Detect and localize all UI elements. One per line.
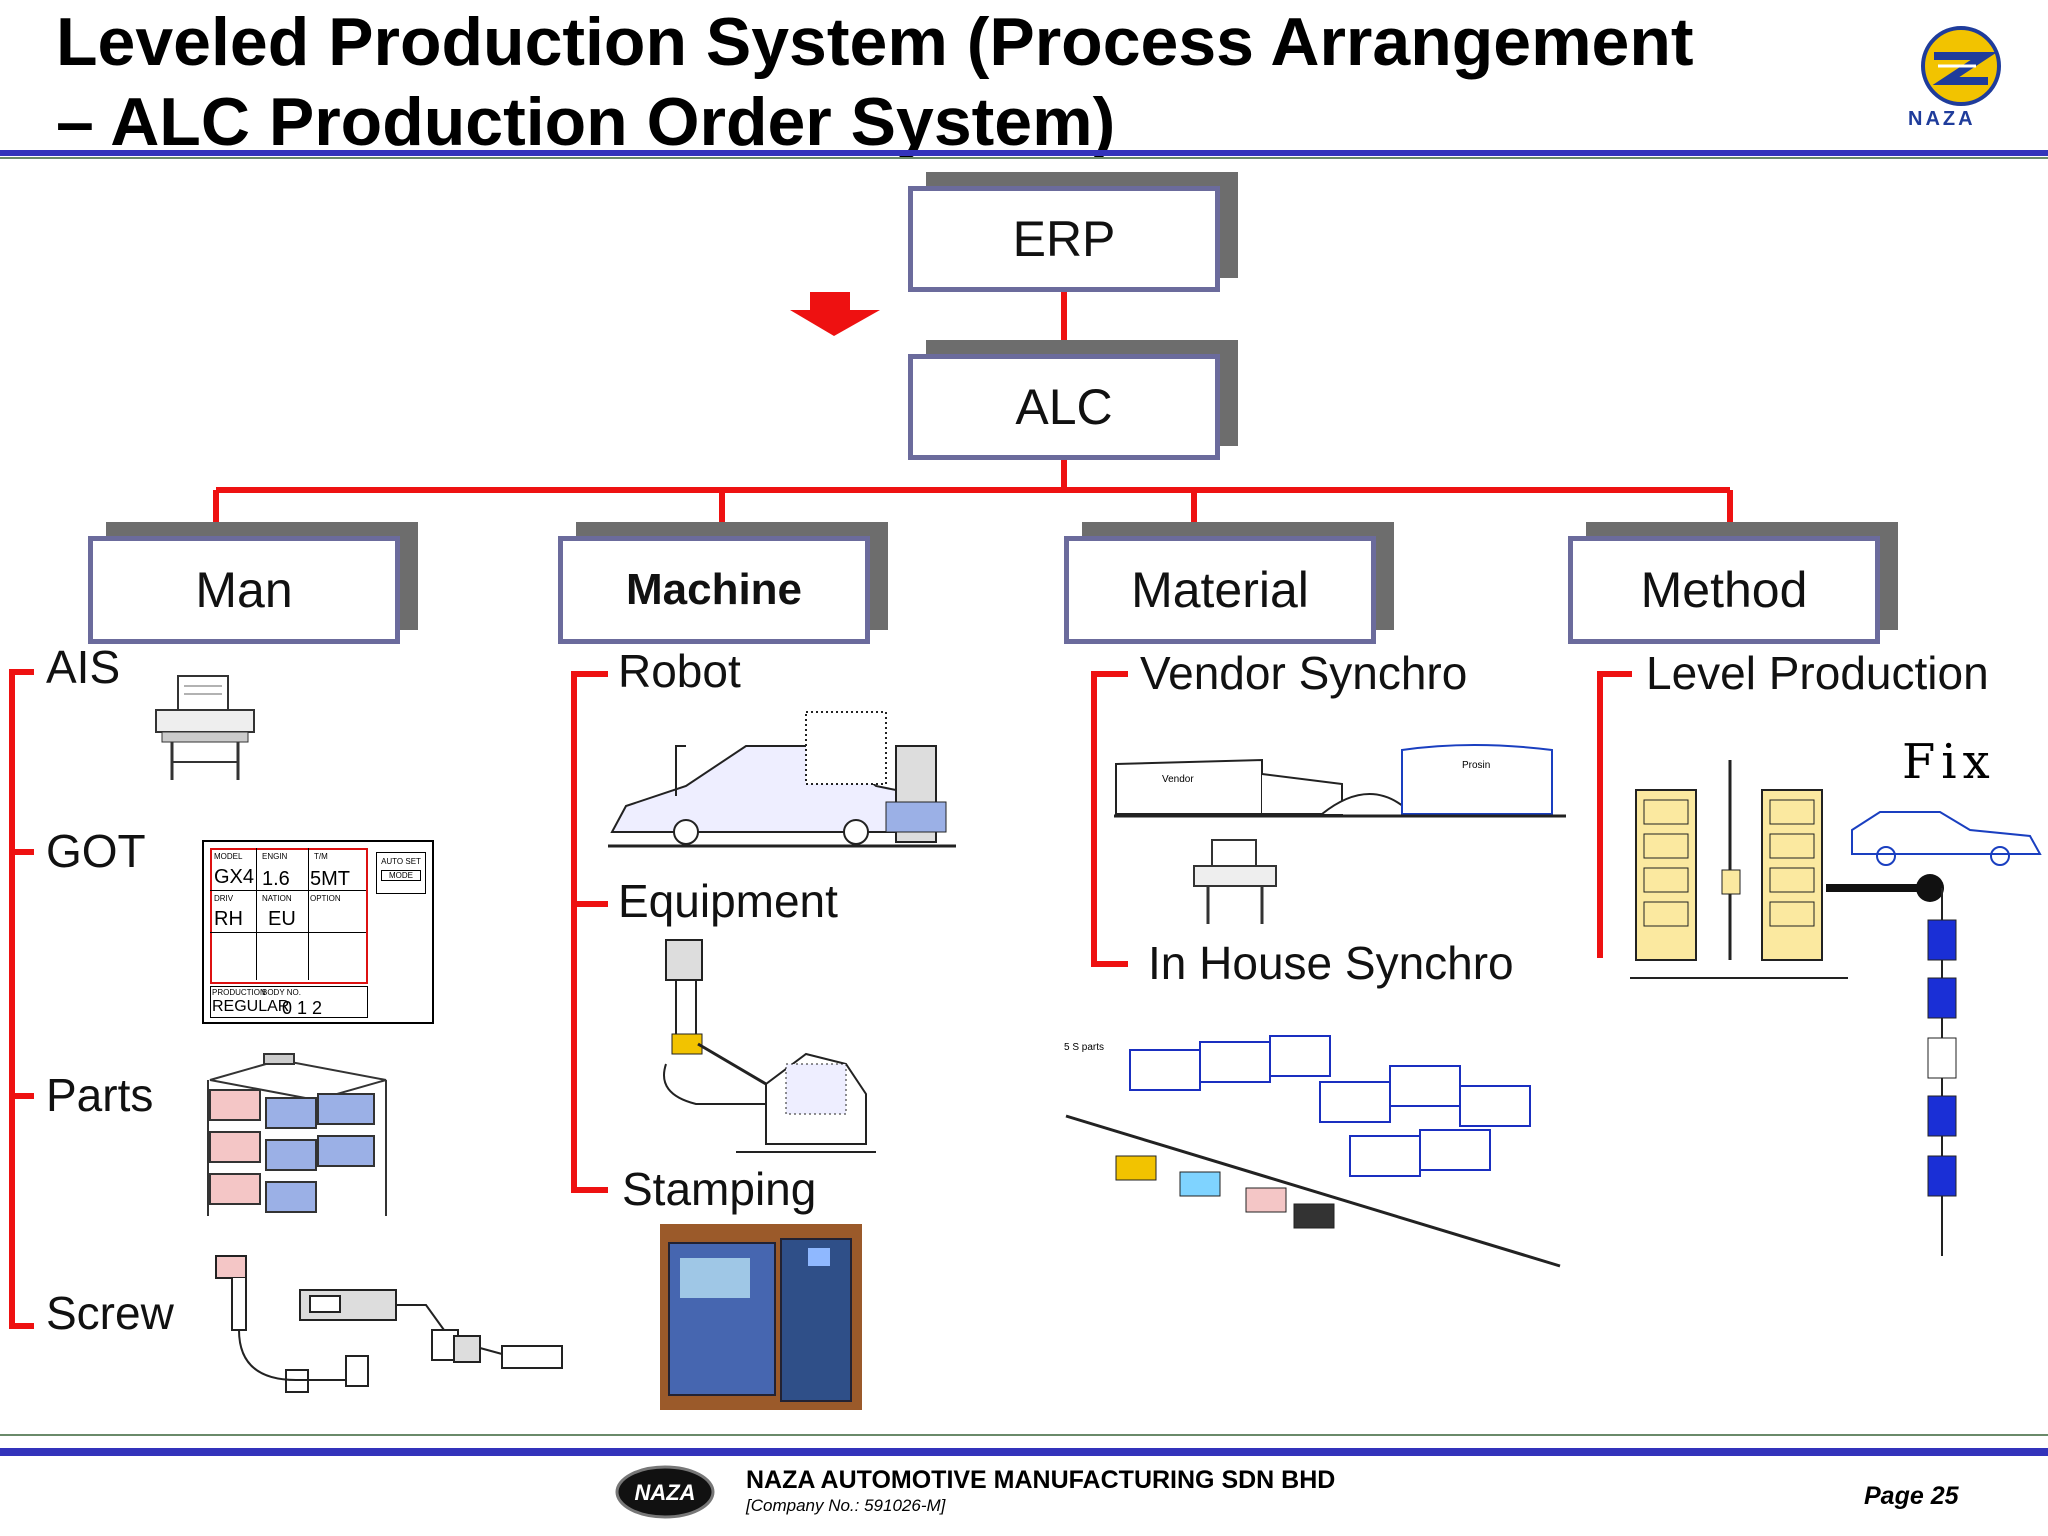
page-title-line1: Leveled Production System (Process Arran… xyxy=(56,4,1694,80)
got-tm-label: T/M xyxy=(314,852,328,861)
got-model-value: GX4 xyxy=(214,866,255,888)
man-item-ais: AIS xyxy=(46,641,121,693)
header-rule xyxy=(0,150,2048,156)
machine-item-stamping: Stamping xyxy=(622,1163,817,1215)
stamping-photo xyxy=(660,1224,862,1410)
vendor-printer-icon xyxy=(1193,839,1277,924)
material-box: Material xyxy=(1064,536,1376,644)
got-engine-label: ENGIN xyxy=(262,852,288,861)
footer-rule-thin xyxy=(0,1434,2048,1436)
got-auto-set-button[interactable]: AUTO SET MODE xyxy=(376,852,426,894)
got-option-label: OPTION xyxy=(310,894,341,903)
got-production-value: REGULAR xyxy=(212,998,290,1015)
footer-company-name: NAZA AUTOMOTIVE MANUFACTURING SDN BHD xyxy=(746,1466,1336,1494)
man-item-got: GOT xyxy=(46,825,146,877)
got-panel-frame xyxy=(210,848,368,984)
robot-car-illustration xyxy=(608,711,956,848)
machine-item-robot: Robot xyxy=(618,645,741,697)
prosin-label: Prosin xyxy=(1462,760,1490,771)
footer-logo-text: NAZA xyxy=(634,1480,695,1505)
fix-label: Fix xyxy=(1902,734,1996,790)
machine-item-equipment: Equipment xyxy=(618,875,838,927)
method-item-level-production: Level Production xyxy=(1646,647,1989,699)
screw-tool-icon xyxy=(215,1255,563,1393)
erp-box: ERP xyxy=(908,186,1220,292)
got-body-value: 0 1 2 xyxy=(282,998,323,1018)
footer-rule xyxy=(0,1448,2048,1456)
man-item-parts: Parts xyxy=(46,1069,154,1121)
got-driv-value: RH xyxy=(214,908,243,930)
machine-box: Machine xyxy=(558,536,870,644)
page-number: Page 25 xyxy=(1864,1482,1959,1510)
got-model-label: MODEL xyxy=(214,852,243,861)
got-body-label: BODY NO. xyxy=(262,988,301,997)
material-item-in-house-synchro: In House Synchro xyxy=(1148,937,1514,989)
alc-box: ALC xyxy=(908,354,1220,460)
in-house-synchro-illustration: 5 S parts xyxy=(1064,1035,1561,1268)
method-box: Method xyxy=(1568,536,1880,644)
down-arrow-icon xyxy=(790,292,880,336)
level-production-illustration xyxy=(1630,760,2042,1256)
got-tm-value: 5MT xyxy=(310,868,350,890)
header-rule-thin xyxy=(0,157,2048,159)
got-panel: MODEL GX4 ENGIN 1.6 T/M 5MT DRIV RH NATI… xyxy=(202,840,434,1024)
material-item-vendor-synchro: Vendor Synchro xyxy=(1140,647,1468,699)
man-item-screw: Screw xyxy=(46,1287,174,1339)
equipment-illustration xyxy=(663,939,876,1153)
got-nation-value: EU xyxy=(268,908,296,930)
inhouse-label: 5 S parts xyxy=(1064,1042,1104,1053)
page-title-line2: – ALC Production Order System) xyxy=(56,84,1116,160)
got-production-label: PRODUCTION xyxy=(212,988,266,997)
man-box: Man xyxy=(88,536,400,644)
naza-logo-text: NAZA xyxy=(1908,108,1976,130)
got-nation-label: NATION xyxy=(262,894,292,903)
vendor-label: Vendor xyxy=(1162,774,1194,785)
got-engine-value: 1.6 xyxy=(262,868,290,890)
parts-rack-icon xyxy=(207,1053,387,1216)
printer-icon xyxy=(155,675,255,780)
hierarchy-connectors xyxy=(9,292,1733,1329)
footer-company-number: [Company No.: 591026-M] xyxy=(746,1496,946,1515)
got-driv-label: DRIV xyxy=(214,894,234,903)
vendor-synchro-illustration: Vendor Prosin xyxy=(1114,744,1566,818)
naza-logo-icon xyxy=(1921,26,2001,106)
footer-logo-icon: NAZA xyxy=(615,1465,715,1519)
